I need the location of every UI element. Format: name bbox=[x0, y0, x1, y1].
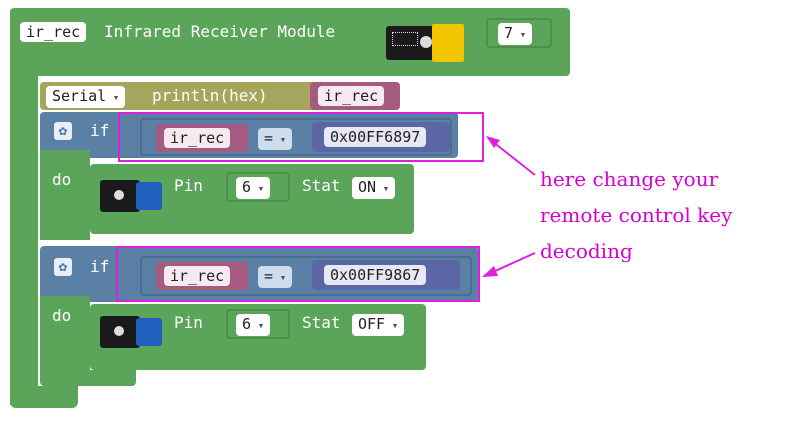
if-chain-bottom bbox=[40, 370, 136, 386]
ir-receiver-module-image bbox=[386, 22, 464, 64]
serial-method-label: println(hex) bbox=[152, 86, 268, 105]
ir-receiver-block-spine bbox=[10, 60, 38, 405]
block-title: Infrared Receiver Module bbox=[104, 22, 336, 41]
led-2-pin-dropdown[interactable]: 6 bbox=[236, 314, 271, 336]
arrow-1-head bbox=[486, 136, 500, 148]
gear-icon[interactable]: ✿ bbox=[54, 258, 72, 276]
if-label: if bbox=[90, 121, 110, 140]
do-label: do bbox=[52, 306, 72, 325]
ir-receiver-block-bottom bbox=[10, 386, 78, 408]
highlight-box-1 bbox=[118, 112, 484, 162]
arrow-2-head bbox=[482, 266, 498, 277]
pin-label: Pin bbox=[174, 313, 203, 332]
pin-dropdown[interactable]: 7 bbox=[498, 23, 533, 45]
serial-var-field[interactable]: ir_rec bbox=[318, 86, 385, 106]
stat-label: Stat bbox=[302, 313, 341, 332]
annotation-line-1: here change your bbox=[540, 167, 719, 191]
compare-2-code-field[interactable]: 0x00FF9867 bbox=[324, 265, 427, 285]
annotation-line-3: decoding bbox=[540, 239, 633, 263]
compare-2-var-field[interactable]: ir_rec bbox=[164, 266, 231, 286]
annotation-line-2: remote control key bbox=[540, 203, 733, 227]
if-block-2-body-bg bbox=[40, 296, 90, 376]
if-label: if bbox=[90, 257, 110, 276]
stat-label: Stat bbox=[302, 176, 341, 195]
led-module-image bbox=[100, 180, 162, 212]
ir-receiver-block[interactable] bbox=[10, 8, 570, 76]
led-1-stat-dropdown[interactable]: ON bbox=[352, 177, 396, 199]
pin-label: Pin bbox=[174, 176, 203, 195]
compare-1-operator[interactable]: = bbox=[258, 128, 293, 150]
gear-icon[interactable]: ✿ bbox=[54, 122, 72, 140]
compare-2-operator[interactable]: = bbox=[258, 266, 293, 288]
highlight-box-2 bbox=[116, 246, 480, 302]
do-label: do bbox=[52, 170, 72, 189]
serial-dropdown[interactable]: Serial bbox=[46, 86, 126, 108]
led-module-image bbox=[100, 316, 162, 348]
var-name-field[interactable]: ir_rec bbox=[20, 22, 87, 42]
led-2-stat-dropdown[interactable]: OFF bbox=[352, 314, 405, 336]
led-1-pin-dropdown[interactable]: 6 bbox=[236, 177, 271, 199]
compare-1-code-field[interactable]: 0x00FF6897 bbox=[324, 127, 427, 147]
if-block-1-body-bg bbox=[40, 150, 90, 240]
compare-1-var-field[interactable]: ir_rec bbox=[164, 128, 231, 148]
